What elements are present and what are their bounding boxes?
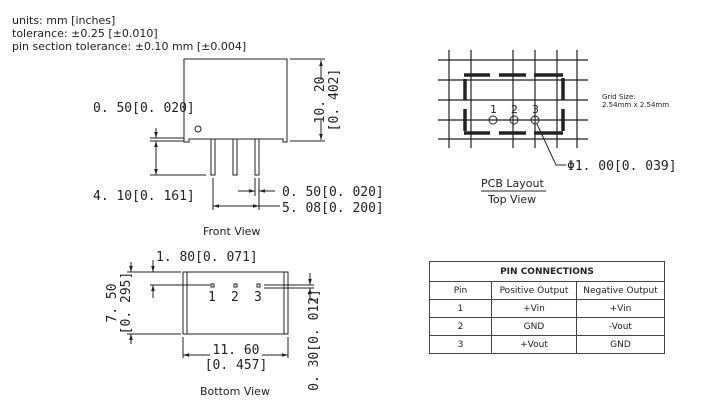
bottom-view-label: Bottom View [200, 385, 270, 398]
cell-pin: 1 [429, 299, 492, 318]
pin-pitch-dim: 5. 08[0. 200] [282, 201, 384, 216]
bottom-pad-1 [210, 283, 215, 288]
bottom-pin-3: 3 [254, 290, 262, 305]
pad-1 [488, 115, 498, 125]
pcb-pin-3: 3 [532, 103, 539, 116]
hole-leader [536, 123, 566, 166]
pcb-layout-title: PCB Layout [481, 177, 544, 190]
cell-pin: 3 [429, 335, 492, 354]
pin-to-edge-dim: 0. 30[0. 012] [307, 289, 322, 391]
pin-offset-dim: 1. 80[0. 071] [156, 250, 258, 265]
hole-diameter-dim: Φ1. 00[0. 039] [567, 159, 677, 174]
cell-pin: 2 [429, 317, 492, 336]
pcb-pin-2: 2 [511, 103, 518, 116]
table-row: 3 +Vout GND [429, 335, 665, 354]
table-row: 2 GND -Vout [429, 317, 665, 336]
pin-3 [254, 138, 260, 176]
pin-length-dim: 4. 10[0. 161] [93, 189, 195, 204]
header-pin: Pin [429, 281, 492, 300]
module-body-front [183, 58, 288, 143]
width-mm: 11. 60 [213, 343, 260, 358]
pad-2 [509, 115, 519, 125]
header-negative-output: Negative Output [576, 281, 665, 300]
bottom-pin-2: 2 [231, 290, 239, 305]
cell-negative: +Vin [576, 299, 665, 318]
depth-in: [0. 295] [119, 272, 134, 335]
tolerance-note: tolerance: ±0.25 [±0.010] [12, 27, 158, 40]
pcb-layout: 1 2 3 Φ1. 00[0. 039] Grid Size: 2.54mm x… [438, 50, 677, 206]
header-positive-output: Positive Output [491, 281, 577, 300]
width-in: [0. 457] [205, 358, 268, 373]
cell-positive: +Vout [491, 335, 577, 354]
grid-size-label: Grid Size: [602, 93, 636, 101]
cell-positive: GND [491, 317, 577, 336]
module-body-bottom [182, 271, 289, 335]
notes: units: mm [inches] tolerance: ±0.25 [±0.… [12, 14, 246, 53]
bottom-view: 7. 50 [0. 295] 1. 80[0. 071] 1 2 3 0. 30… [105, 250, 322, 398]
pin1-marker [194, 125, 202, 133]
standoff-dim: 0. 50[0. 020] [93, 101, 195, 116]
bottom-pad-3 [256, 283, 261, 288]
table-row: 1 +Vin +Vin [429, 299, 665, 318]
pad-3 [530, 115, 540, 125]
height-in: [0. 402] [327, 69, 342, 132]
grid-size-value: 2.54mm x 2.54mm [602, 101, 669, 109]
pin-1 [210, 138, 216, 176]
cell-positive: +Vin [491, 299, 577, 318]
pin-tolerance-note: pin section tolerance: ±0.10 mm [±0.004] [12, 40, 246, 53]
units-note: units: mm [inches] [12, 14, 115, 27]
cell-negative: GND [576, 335, 665, 354]
pin-connections-table: PIN CONNECTIONS Pin Positive Output Nega… [429, 261, 665, 354]
pin-width-dim: 0. 50[0. 020] [282, 185, 384, 200]
bottom-pin-1: 1 [208, 290, 216, 305]
module-outline [463, 73, 565, 135]
cell-negative: -Vout [576, 317, 665, 336]
pcb-pin-1: 1 [490, 103, 497, 116]
table-title: PIN CONNECTIONS [429, 261, 665, 282]
depth-mm: 7. 50 [105, 283, 120, 322]
height-mm: 10. 20 [313, 77, 328, 124]
bottom-pad-2 [233, 283, 238, 288]
pin-2 [232, 138, 238, 176]
pcb-layout-subtitle: Top View [487, 193, 536, 206]
front-view: 10. 20 [0. 402] 0. 50[0. 020] 4. 10[0. 1… [93, 58, 384, 238]
front-view-label: Front View [203, 225, 260, 238]
